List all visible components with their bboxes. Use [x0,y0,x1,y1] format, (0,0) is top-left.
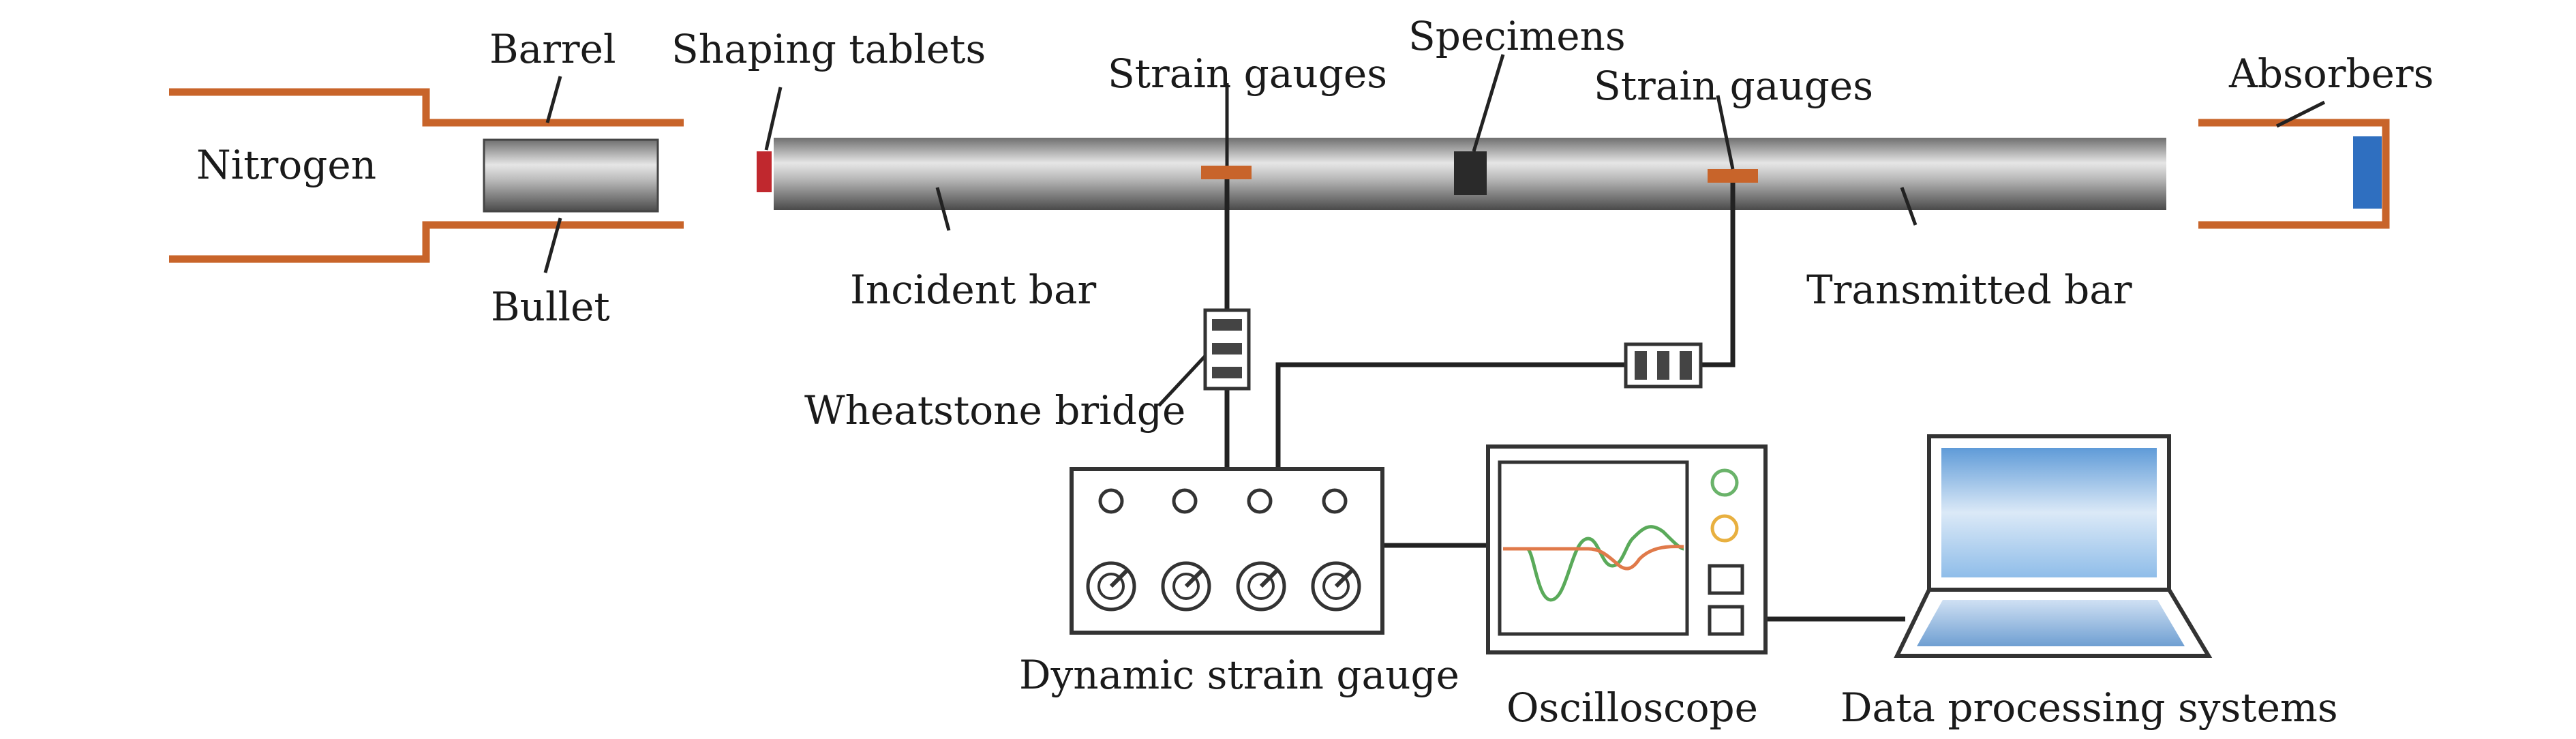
knob-green [1710,468,1739,497]
label-nitrogen: Nitrogen [196,142,376,188]
barrel [169,88,684,263]
label-strain-gauges-transmitted: Strain gauges [1594,63,1873,109]
label-incident-bar: Incident bar [850,267,1097,313]
label-absorbers: Absorbers [2228,50,2434,97]
knob [1086,561,1136,612]
label-data-processing-systems: Data processing systems [1840,684,2338,731]
shaping-tablet [757,151,772,192]
absorber [2198,119,2390,229]
bullet [483,138,659,213]
laptop-icon [1894,434,2213,658]
label-oscilloscope: Oscilloscope [1506,684,1758,731]
signal-trace-orange [1503,545,1684,571]
label-transmitted-bar: Transmitted bar [1806,267,2132,313]
dynamic-strain-gauge [1070,467,1384,635]
strain-gauge-incident [1201,166,1252,179]
absorber-block [2353,136,2382,209]
label-barrel: Barrel [489,26,616,72]
label-dynamic-strain-gauge: Dynamic strain gauge [1019,652,1459,698]
oscilloscope [1486,444,1768,654]
label-shaping-tablets: Shaping tablets [671,26,986,72]
signal-trace-green [1503,525,1684,602]
knob [1236,561,1286,612]
knob [1161,561,1211,612]
strain-gauge-transmitted [1708,169,1758,183]
transmitted-bar [1487,138,2166,210]
label-specimens: Specimens [1408,13,1626,59]
specimen [1454,151,1487,195]
wheatstone-bridge-transmitted [1624,342,1703,389]
knob-yellow [1710,514,1739,543]
label-bullet: Bullet [491,284,610,330]
knob [1311,561,1361,612]
label-strain-gauges-incident: Strain gauges [1108,50,1387,97]
wheatstone-bridge-incident [1203,308,1251,391]
label-wheatstone-bridge: Wheatstone bridge [804,387,1185,434]
